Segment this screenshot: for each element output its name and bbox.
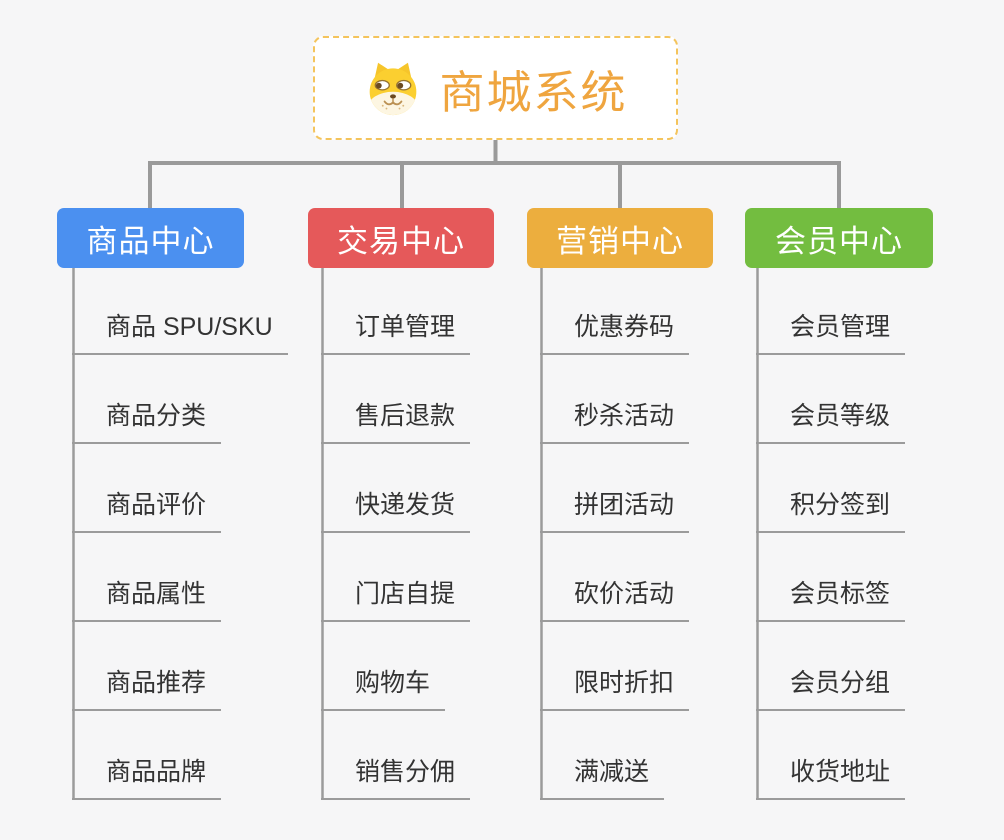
leaf-node[interactable]: 商品 SPU/SKU xyxy=(72,309,288,355)
leaf-node[interactable]: 拼团活动 xyxy=(540,487,690,533)
leaf-node[interactable]: 售后退款 xyxy=(321,398,471,444)
branch-node-product-center[interactable]: 商品中心 xyxy=(57,208,244,268)
leaf-node[interactable]: 商品评价 xyxy=(72,487,222,533)
leaf-node[interactable]: 销售分佣 xyxy=(321,754,471,800)
leaf-node[interactable]: 满减送 xyxy=(540,754,665,800)
shiba-dog-icon xyxy=(363,60,423,116)
leaf-node[interactable]: 限时折扣 xyxy=(540,665,690,711)
root-node[interactable]: 商城系统 xyxy=(313,36,678,140)
leaf-node[interactable]: 会员等级 xyxy=(756,398,906,444)
leaf-node[interactable]: 门店自提 xyxy=(321,576,471,622)
leaf-node[interactable]: 会员分组 xyxy=(756,665,906,711)
leaf-node[interactable]: 商品品牌 xyxy=(72,754,222,800)
leaf-node[interactable]: 商品属性 xyxy=(72,576,222,622)
leaf-node[interactable]: 快递发货 xyxy=(321,487,471,533)
leaf-node[interactable]: 砍价活动 xyxy=(540,576,690,622)
branch-node-trade-center[interactable]: 交易中心 xyxy=(308,208,494,268)
branch-node-member-center[interactable]: 会员中心 xyxy=(745,208,933,268)
leaf-node[interactable]: 商品分类 xyxy=(72,398,222,444)
leaf-node[interactable]: 购物车 xyxy=(321,665,446,711)
branch-node-marketing-center[interactable]: 营销中心 xyxy=(527,208,713,268)
leaf-node[interactable]: 会员标签 xyxy=(756,576,906,622)
leaf-node[interactable]: 收货地址 xyxy=(756,754,906,800)
leaf-node[interactable]: 秒杀活动 xyxy=(540,398,690,444)
leaf-node[interactable]: 优惠券码 xyxy=(540,309,690,355)
leaf-node[interactable]: 商品推荐 xyxy=(72,665,222,711)
leaf-node[interactable]: 会员管理 xyxy=(756,309,906,355)
root-title: 商城系统 xyxy=(439,66,628,118)
leaf-node[interactable]: 积分签到 xyxy=(756,487,906,533)
leaf-node[interactable]: 订单管理 xyxy=(321,309,471,355)
